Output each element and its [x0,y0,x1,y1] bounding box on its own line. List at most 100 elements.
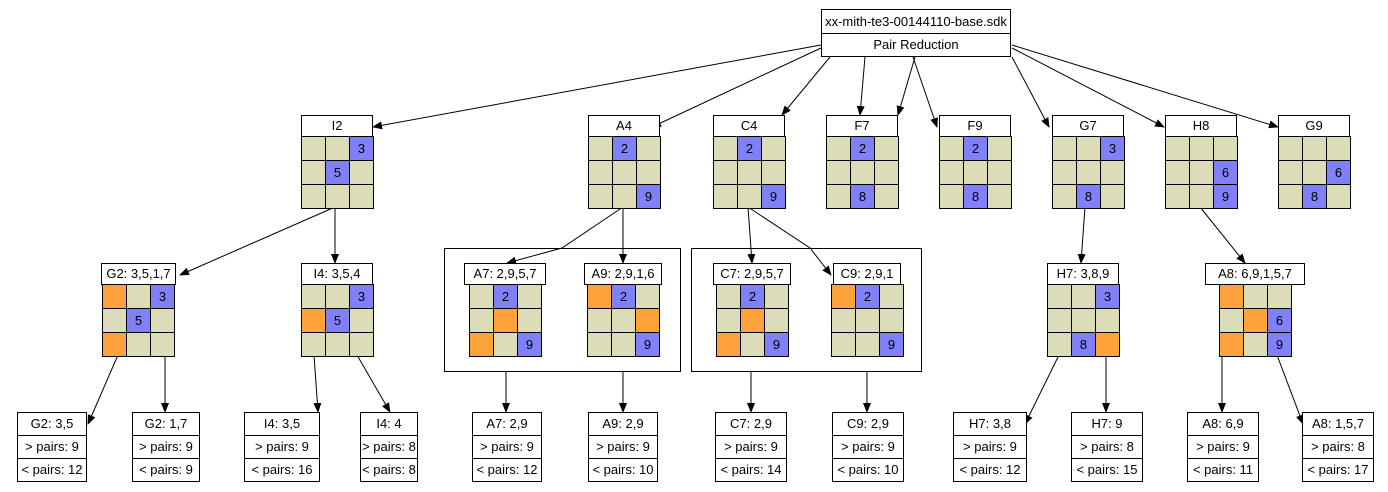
leaf-title: H7: 9 [1071,412,1143,436]
grid-cell: 9 [880,333,903,356]
leaf-lt: < pairs: 14 [715,458,787,482]
grid-cell [1268,285,1291,308]
grid-cell [1190,185,1213,208]
grid-cell [151,309,174,332]
leaf-lt: < pairs: 9 [132,458,200,482]
grid-cell [880,285,903,308]
root-title: xx-mith-te3-00144110-base.sdk [821,9,1011,34]
grid-cell [1190,137,1213,160]
l1-label: C4 [713,115,785,137]
leaf-gt: > pairs: 8 [1302,435,1374,459]
cluster-a [444,248,681,372]
grid-cell [350,161,373,184]
grid-cell [856,309,879,332]
grid-cell: 9 [636,333,659,356]
grid-cell [832,333,855,356]
grid-cell: 5 [326,161,349,184]
grid-cell [1053,185,1076,208]
leaf-title: A8: 1,5,7 [1302,412,1374,436]
grid-cell [988,185,1011,208]
grid-cell: 2 [494,285,517,308]
leaf-lt: < pairs: 11 [1187,458,1259,482]
grid-cell: 9 [518,333,541,356]
grid-cell [103,309,126,332]
grid-cell [127,285,150,308]
grid-cell: 2 [612,285,635,308]
grid-cell [1072,309,1095,332]
grid-cell [588,285,611,308]
grid-cell [741,309,764,332]
grid-cell: 6 [1327,161,1350,184]
grid-cell [964,161,987,184]
tree-edge [1011,44,1279,129]
grid-cell [612,309,635,332]
l2-label: A8: 6,9,1,5,7 [1205,263,1305,285]
tree-edge [1011,56,1050,128]
grid-cell: 2 [964,137,987,160]
grid-cell [1101,185,1124,208]
leaf-title: C7: 2,9 [715,412,787,436]
grid-cell [765,285,788,308]
leaf-lt: < pairs: 16 [244,458,320,482]
leaf-title: I4: 3,5 [244,412,320,436]
grid-cell [875,137,898,160]
grid-cell [762,137,785,160]
tree-edge [1276,354,1304,425]
grid-cell [741,333,764,356]
leaf-title: A9: 2,9 [588,412,658,436]
grid-cell [636,285,659,308]
grid-cell: 3 [350,137,373,160]
grid-cell [613,185,636,208]
grid-cell [851,161,874,184]
grid-cell [1327,137,1350,160]
grid-cell: 3 [350,285,373,308]
l2-label: I4: 3,5,4 [301,263,373,285]
grid-cell [518,285,541,308]
grid-cell [103,285,126,308]
grid-cell [940,137,963,160]
grid-cell [1303,161,1326,184]
grid-cell [588,333,611,356]
grid-cell [470,285,493,308]
grid-cell [302,333,325,356]
grid-cell [1096,333,1119,356]
root-subtitle: Pair Reduction [821,33,1011,57]
grid-cell [1101,161,1124,184]
grid-cell [470,309,493,332]
grid-cell: 2 [613,137,636,160]
leaf-title: G2: 1,7 [132,412,200,436]
l2-label: H7: 3,8,9 [1047,263,1119,285]
grid-cell: 6 [1214,161,1237,184]
grid-cell [1166,161,1189,184]
grid-cell: 8 [1072,333,1095,356]
leaf-title: A7: 2,9 [472,412,542,436]
grid-cell [1279,185,1302,208]
tree-edge [1077,206,1086,264]
grid-cell [1190,161,1213,184]
grid-cell [302,161,325,184]
grid-cell: 2 [738,137,761,160]
leaf-gt: > pairs: 9 [588,435,658,459]
grid-cell [326,333,349,356]
grid-cell [302,285,325,308]
grid-cell [875,185,898,208]
grid-cell [1077,137,1100,160]
grid-cell: 6 [1268,309,1291,332]
leaf-gt: > pairs: 9 [1187,435,1259,459]
leaf-gt: > pairs: 9 [953,435,1027,459]
l1-label: H8 [1165,115,1237,137]
cluster-c [691,248,922,372]
grid-cell [717,333,740,356]
leaf-gt: > pairs: 9 [244,435,320,459]
grid-cell: 3 [1096,285,1119,308]
grid-cell [1244,309,1267,332]
l2-label: G2: 3,5,1,7 [101,263,176,285]
